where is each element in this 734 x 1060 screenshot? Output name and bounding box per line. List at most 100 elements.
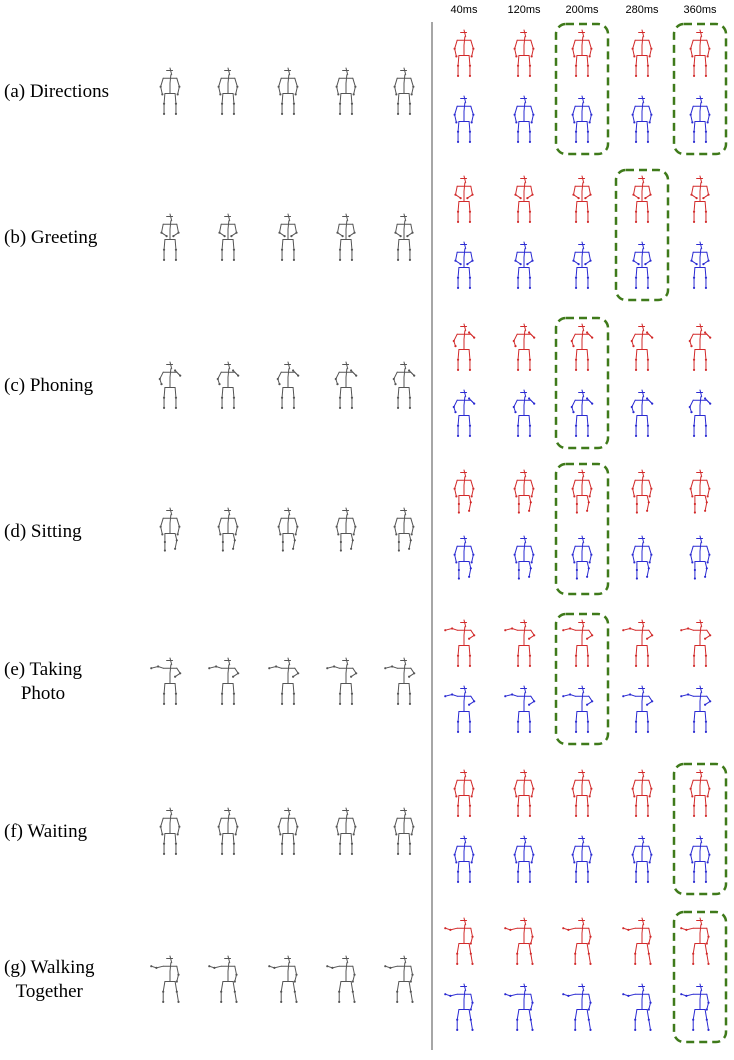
skeleton-figure <box>689 469 711 514</box>
skeleton-figure <box>217 807 239 856</box>
skeleton-figure <box>208 657 240 706</box>
skeleton-figure <box>631 835 653 884</box>
skeleton-figure <box>453 769 475 818</box>
skeleton-figure <box>622 685 654 734</box>
skeleton-figure <box>384 657 416 706</box>
skeleton-figure <box>562 917 592 966</box>
skeleton-figure <box>444 685 476 734</box>
skeleton-figure <box>689 835 711 884</box>
row-label: (f) Waiting <box>4 821 88 842</box>
skeleton-figure <box>393 807 415 856</box>
skeleton-figure <box>335 807 357 856</box>
skeleton-figure <box>326 955 356 1004</box>
skeleton-figure <box>631 535 653 580</box>
skeleton-figure <box>680 917 710 966</box>
skeleton-figure <box>160 213 180 261</box>
skeleton-figure <box>632 175 652 223</box>
skeleton-figure <box>453 95 475 143</box>
skeleton-figure <box>454 175 474 223</box>
skeleton-figure <box>632 241 652 289</box>
time-label: 120ms <box>507 4 541 16</box>
highlight-box <box>614 168 670 302</box>
skeleton-figure <box>216 361 240 409</box>
highlight-box <box>554 612 610 746</box>
skeleton-figure <box>392 361 416 409</box>
time-label: 360ms <box>683 4 717 16</box>
skeleton-figure <box>622 619 654 668</box>
skeleton-figure <box>444 619 476 668</box>
skeleton-figure <box>278 213 298 261</box>
skeleton-figure <box>572 241 592 289</box>
skeleton-figure <box>631 29 653 77</box>
highlight-box <box>672 22 728 156</box>
skeleton-figure <box>689 535 711 580</box>
skeleton-figure <box>690 175 710 223</box>
skeleton-figure <box>514 175 534 223</box>
skeleton-figure <box>513 535 535 580</box>
skeleton-figure <box>159 507 181 552</box>
skeleton-figure <box>571 469 593 514</box>
skeleton-figure <box>268 955 298 1004</box>
skeleton-figure <box>150 657 182 706</box>
skeleton-figure <box>453 835 475 884</box>
skeleton-figure <box>630 323 654 371</box>
skeleton-figure <box>159 67 181 115</box>
skeleton-figure <box>571 769 593 818</box>
row-label: (a) Directions <box>4 81 109 102</box>
skeleton-figure <box>393 67 415 115</box>
skeleton-figure <box>452 389 476 437</box>
skeleton-figure <box>680 685 712 734</box>
skeleton-figure <box>689 769 711 818</box>
row-label: (g) Walking Together <box>4 957 95 1002</box>
time-label: 280ms <box>625 4 659 16</box>
skeleton-figure <box>631 95 653 143</box>
skeleton-figure <box>326 657 358 706</box>
skeleton-figure <box>513 29 535 77</box>
skeleton-figure <box>218 213 238 261</box>
skeleton-figure <box>689 95 711 143</box>
skeleton-figure <box>680 983 710 1031</box>
highlight-box <box>554 22 610 156</box>
row-label: (b) Greeting <box>4 227 98 248</box>
skeleton-figure <box>394 213 414 261</box>
skeleton-figure <box>570 389 594 437</box>
skeleton-figure <box>159 807 181 856</box>
skeleton-figure <box>630 389 654 437</box>
skeleton-figure <box>513 469 535 514</box>
skeleton-figure <box>504 619 536 668</box>
skeleton-figure <box>512 389 536 437</box>
skeleton-figure <box>276 361 300 409</box>
skeleton-figure <box>453 29 475 77</box>
skeleton-figure <box>689 29 711 77</box>
skeleton-figure <box>562 619 594 668</box>
skeleton-figure <box>217 507 239 552</box>
row-label: (e) Taking Photo <box>4 659 82 704</box>
skeleton-figure <box>688 389 712 437</box>
row-label: (c) Phoning <box>4 375 94 396</box>
skeleton-figure <box>513 769 535 818</box>
skeleton-figure <box>334 361 358 409</box>
skeleton-figure <box>571 535 593 580</box>
skeleton-figure <box>335 67 357 115</box>
skeleton-figure <box>335 507 357 552</box>
skeleton-figure <box>571 835 593 884</box>
skeleton-figure <box>444 983 474 1031</box>
skeleton-figure <box>504 685 536 734</box>
skeleton-figure <box>571 29 593 77</box>
time-label: 200ms <box>565 4 599 16</box>
skeleton-figure <box>688 323 712 371</box>
skeleton-figure <box>512 323 536 371</box>
skeleton-figure <box>393 507 415 552</box>
skeleton-figure <box>454 241 474 289</box>
skeleton-figure <box>444 917 474 966</box>
skeleton-figure <box>513 95 535 143</box>
highlight-box <box>554 316 610 450</box>
skeleton-figure <box>277 507 299 552</box>
skeleton-figure <box>504 917 534 966</box>
highlight-box <box>672 762 728 896</box>
skeleton-figure <box>384 955 414 1004</box>
row-label: (d) Sitting <box>4 521 82 542</box>
highlight-box <box>672 910 728 1044</box>
skeleton-figure <box>158 361 182 409</box>
